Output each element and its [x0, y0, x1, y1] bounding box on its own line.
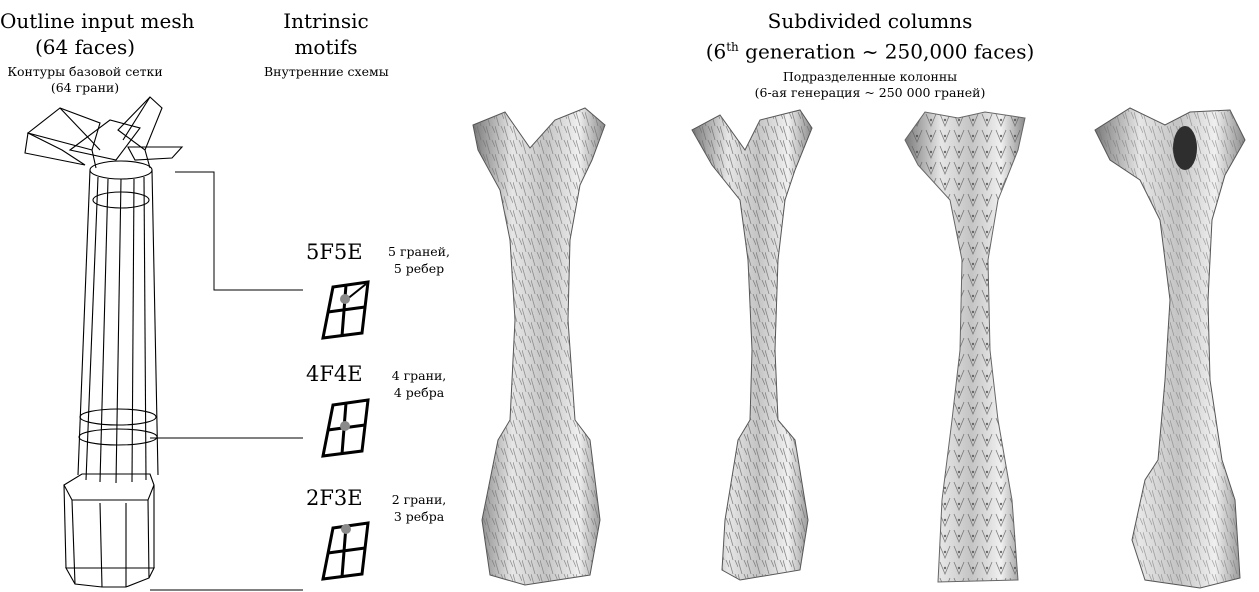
motif-icon-5f5e	[323, 282, 368, 338]
connector-lines	[150, 172, 303, 590]
motif-icon-4f4e	[323, 400, 368, 456]
sculpted-column-4	[1095, 108, 1245, 588]
sculpted-column-1	[473, 108, 605, 585]
sculpted-column-3	[905, 112, 1025, 582]
motif-code-2: 4F4E	[306, 362, 363, 386]
motif-desc-2: 4 грани, 4 ребра	[383, 367, 455, 401]
motif-code-3: 2F3E	[306, 486, 363, 510]
motif-desc-1: 5 граней, 5 ребер	[383, 243, 455, 277]
motif-icon-2f3e	[323, 523, 368, 579]
motif-code-1: 5F5E	[306, 240, 363, 264]
sculpted-column-2	[692, 110, 812, 580]
motif-desc-3: 2 грани, 3 ребра	[383, 491, 455, 525]
wireframe-column	[25, 97, 182, 587]
